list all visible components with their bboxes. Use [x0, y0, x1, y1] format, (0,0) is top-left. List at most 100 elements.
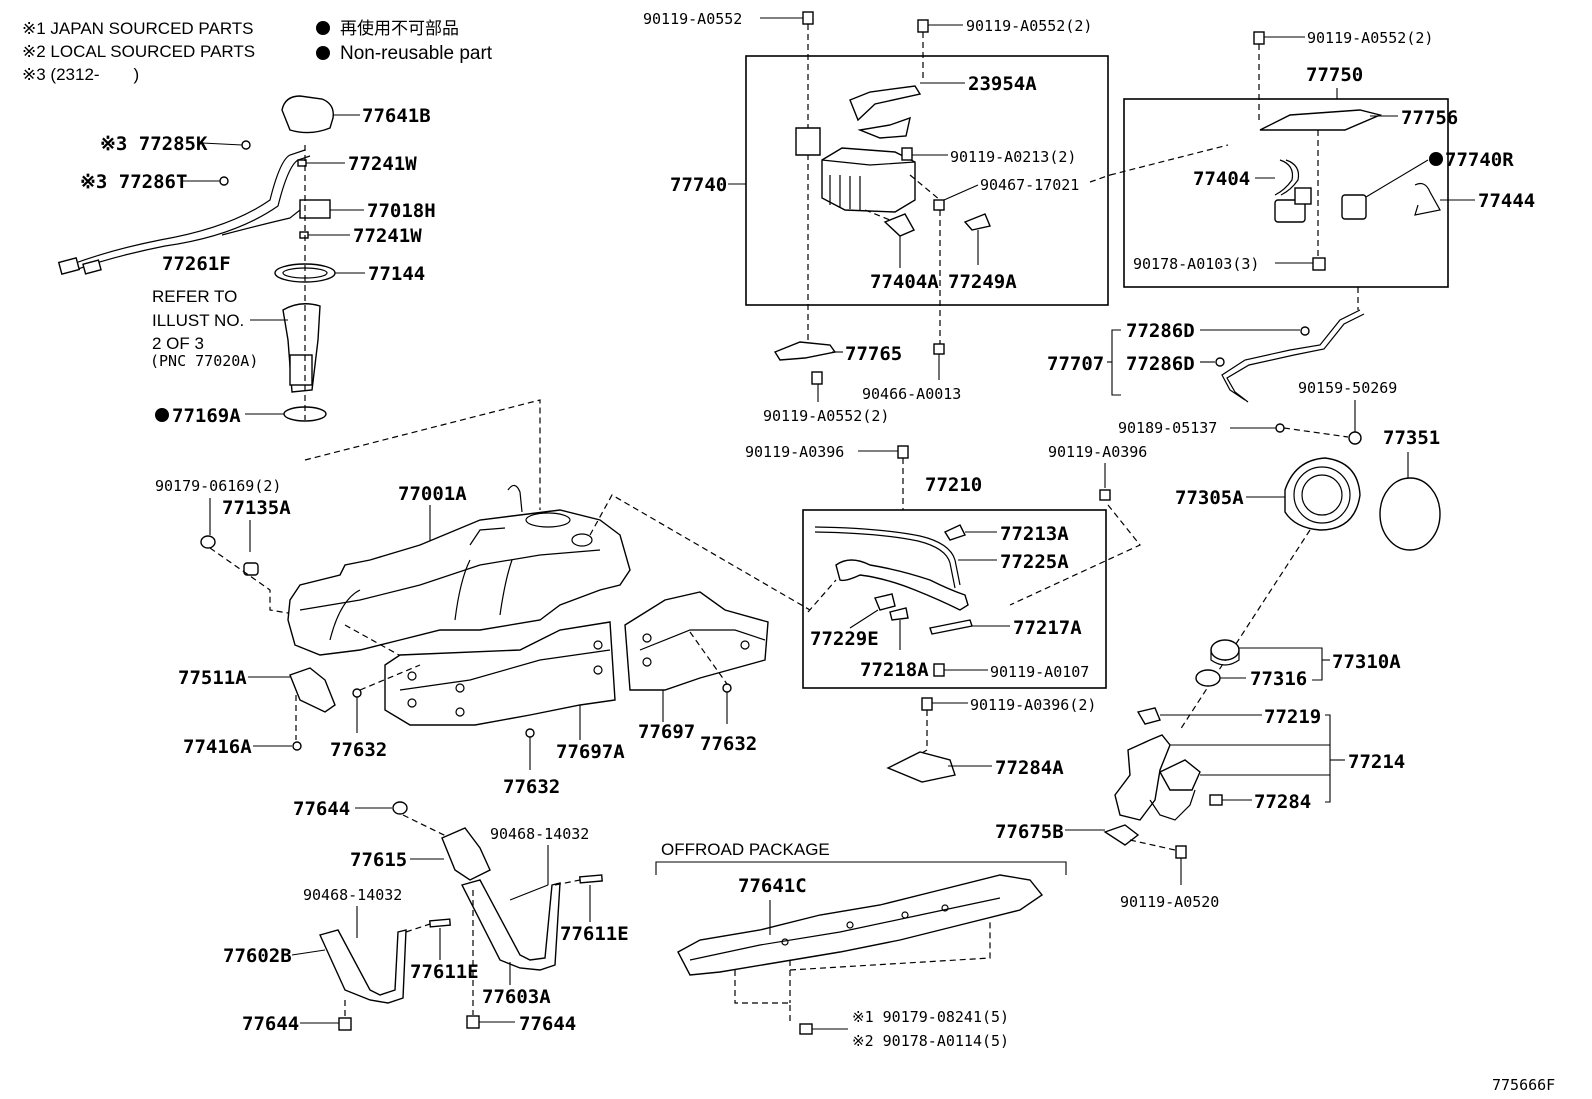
part-label[interactable]: 77697A	[556, 741, 625, 763]
part-label[interactable]: 77697	[638, 721, 695, 743]
part-label[interactable]: ※3 77286T	[80, 171, 187, 193]
filler-housing-part[interactable]	[1284, 457, 1361, 531]
part-label[interactable]: 77750	[1306, 64, 1363, 86]
diagram-id: 775666F	[1492, 1076, 1555, 1094]
part-label[interactable]: 77404	[1193, 168, 1250, 190]
part-label[interactable]: 77310A	[1332, 651, 1401, 673]
part-label[interactable]: 77284	[1254, 791, 1311, 813]
part-label[interactable]: 77135A	[222, 497, 291, 519]
skid-plate-part[interactable]	[886, 751, 956, 783]
part-label[interactable]: 77305A	[1175, 487, 1244, 509]
vsv-part[interactable]	[1274, 199, 1306, 223]
part-label[interactable]: 77249A	[948, 271, 1017, 293]
part-label[interactable]: 90467-17021	[980, 176, 1079, 194]
part-label[interactable]: 77213A	[1000, 523, 1069, 545]
part-label[interactable]: 90119-A0396	[1048, 443, 1147, 461]
part-label[interactable]: 77675B	[995, 821, 1064, 843]
part-label[interactable]: 77632	[503, 776, 560, 798]
part-label[interactable]: 77765	[845, 343, 902, 365]
part-label[interactable]: 77740R	[1445, 149, 1514, 171]
part-label[interactable]: 90159-50269	[1298, 379, 1397, 397]
part-label[interactable]: 90119-A0552(2)	[966, 17, 1092, 35]
offroad-package-group: OFFROAD PACKAGE 77641C ※1 90179-08241(5)…	[655, 840, 1067, 1050]
part-label[interactable]: 77644	[519, 1013, 576, 1035]
part-label[interactable]: 77214	[1348, 751, 1405, 773]
part-label[interactable]: 77404A	[870, 271, 939, 293]
part-label[interactable]: 77632	[330, 739, 387, 761]
protector-plate-part[interactable]	[677, 874, 1044, 976]
part-label[interactable]: ※1 90179-08241(5)	[852, 1008, 1009, 1026]
part-label[interactable]: 77229E	[810, 628, 879, 650]
part-label[interactable]: 90178-A0103(3)	[1133, 255, 1259, 273]
part-label[interactable]: 77218A	[860, 659, 929, 681]
part-label[interactable]: 77740	[670, 174, 727, 196]
part-label[interactable]: 77707	[1047, 353, 1104, 375]
fuel-tube-part[interactable]	[1221, 309, 1361, 401]
canister-assembly-box	[745, 55, 1109, 306]
part-label[interactable]: 77225A	[1000, 551, 1069, 573]
fuel-door-part[interactable]	[1379, 477, 1441, 551]
part-label[interactable]: 77351	[1383, 427, 1440, 449]
part-label[interactable]: 90119-A0396	[745, 443, 844, 461]
part-label[interactable]: 77641C	[738, 875, 807, 897]
vent-tube-part[interactable]	[835, 559, 969, 611]
part-label[interactable]: 77756	[1401, 107, 1458, 129]
part-label[interactable]: 90119-A0213(2)	[950, 148, 1076, 166]
fuel-tank-strap-part[interactable]	[460, 879, 561, 971]
charcoal-canister-part[interactable]	[821, 147, 916, 213]
part-label[interactable]: 77444	[1478, 190, 1535, 212]
part-label[interactable]: 90119-A0107	[990, 663, 1089, 681]
part-label[interactable]: 77611E	[560, 923, 629, 945]
part-label[interactable]: 90119-A0552	[643, 10, 742, 28]
legend-local: ※2 LOCAL SOURCED PARTS	[22, 42, 255, 61]
part-label[interactable]: 90468-14032	[303, 886, 402, 904]
part-label[interactable]: 77241W	[348, 153, 417, 175]
part-label[interactable]: 77511A	[178, 667, 247, 689]
part-label[interactable]: 90119-A0520	[1120, 893, 1219, 911]
part-label[interactable]: 77316	[1250, 668, 1307, 690]
part-label[interactable]: 90189-05137	[1118, 419, 1217, 437]
part-label[interactable]: 90466-A0013	[862, 385, 961, 403]
legend-date-note: ※3 (2312- )	[22, 65, 139, 84]
part-label[interactable]: 77644	[293, 798, 350, 820]
part-label[interactable]: 90119-A0396(2)	[970, 696, 1096, 714]
part-label[interactable]: 90468-14032	[490, 825, 589, 843]
part-label[interactable]: 77001A	[398, 483, 467, 505]
part-label[interactable]: 77284A	[995, 757, 1064, 779]
part-label[interactable]: 77611E	[410, 961, 479, 983]
part-label[interactable]: 90119-A0552(2)	[1307, 29, 1433, 47]
part-label[interactable]: 77261F	[162, 253, 231, 275]
fuel-cap-part[interactable]	[1210, 639, 1240, 661]
wire-harness-part[interactable]	[69, 149, 306, 266]
part-label[interactable]: 77144	[368, 263, 425, 285]
tank-protector-part[interactable]	[384, 621, 616, 726]
part-label[interactable]: 77615	[350, 849, 407, 871]
part-label[interactable]: 90119-A0552(2)	[763, 407, 889, 425]
part-label[interactable]: 77416A	[183, 736, 252, 758]
strap-bracket-part[interactable]	[441, 827, 491, 881]
part-label[interactable]: 77632	[700, 733, 757, 755]
part-label[interactable]: ※3 77285K	[100, 133, 208, 155]
legend-nonreuse-jp: 再使用不可部品	[340, 18, 459, 38]
part-label[interactable]: 90179-06169(2)	[155, 477, 281, 495]
gauge-cap-part[interactable]	[281, 95, 334, 134]
part-label[interactable]: 77210	[925, 474, 982, 496]
part-label[interactable]: 77603A	[482, 986, 551, 1008]
part-label[interactable]: 77641B	[362, 105, 431, 127]
part-label[interactable]: 77018H	[367, 200, 436, 222]
filler-pipe-part[interactable]	[1114, 734, 1171, 821]
part-label[interactable]: ※2 90178-A0114(5)	[852, 1032, 1009, 1050]
part-label[interactable]: 77602B	[223, 945, 292, 967]
fuel-tank-strap-part[interactable]	[319, 929, 407, 1004]
part-label[interactable]: 77644	[242, 1013, 299, 1035]
fuel-tank-part[interactable]	[287, 509, 631, 656]
part-label[interactable]: 77241W	[353, 225, 422, 247]
sender-gauge-group: 77641B ※3 77285K ※3 77286T 77241W 77018H…	[57, 95, 541, 510]
part-label[interactable]: 77286D	[1126, 353, 1195, 375]
canister-group: 90119-A0552 90119-A0552(2) 77740 23954A …	[643, 10, 1111, 425]
part-label[interactable]: 23954A	[968, 73, 1037, 95]
part-label[interactable]: 77219	[1264, 706, 1321, 728]
part-label[interactable]: 77217A	[1013, 617, 1082, 639]
part-label[interactable]: 77286D	[1126, 320, 1195, 342]
part-label[interactable]: 77169A	[172, 405, 241, 427]
